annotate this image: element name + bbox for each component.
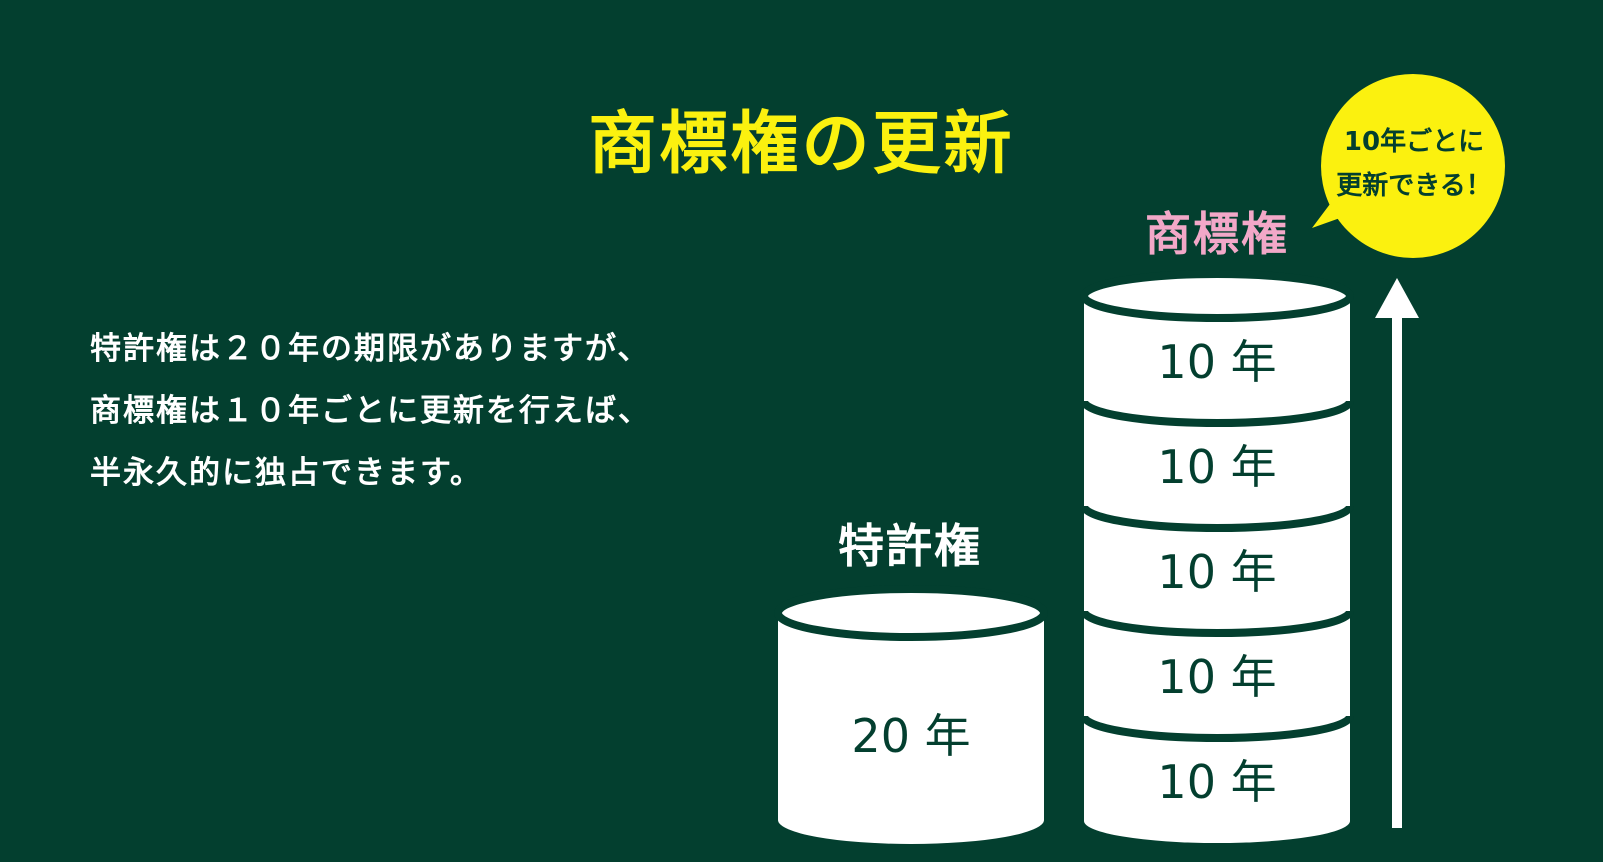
bubble-tail: [1312, 196, 1340, 228]
bubble-circle: [1321, 74, 1505, 258]
bubble-text: 10年ごとに 更新できる！: [1318, 120, 1510, 208]
trademark-cylinder-body: [1084, 296, 1350, 843]
trademark-segment-divider: [1080, 715, 1354, 742]
description-line: 特許権は２０年の期限がありますが、: [90, 331, 651, 367]
bubble-line: 10年ごとに: [1343, 127, 1485, 157]
trademark-segment-label: 10 年: [1157, 440, 1276, 494]
description-line: 半永久的に独占できます。: [90, 455, 483, 491]
description-line: 商標権は１０年ごとに更新を行えば、: [90, 393, 651, 429]
trademark-segment-divider: [1080, 400, 1354, 427]
patent-segment-label: 20 年: [851, 709, 970, 763]
page-title: 商標権の更新: [588, 105, 1015, 184]
trademark-segment-label: 10 年: [1157, 650, 1276, 704]
trademark-segment-divider: [1080, 610, 1354, 637]
trademark-segment-label: 10 年: [1157, 545, 1276, 599]
trademark-label: 商標権: [1145, 207, 1289, 261]
trademark-cylinder-top: [1080, 270, 1354, 322]
patent-label: 特許権: [838, 519, 982, 573]
trademark-cylinder-stack: 10 年 10 年 10 年 10 年 10 年: [1080, 270, 1354, 843]
patent-cylinder: [774, 585, 1048, 844]
trademark-segment-label: 10 年: [1157, 335, 1276, 389]
trademark-segment-divider: [1080, 505, 1354, 532]
trademark-segment-label: 10 年: [1157, 755, 1276, 809]
speech-bubble: [1312, 74, 1505, 258]
up-arrow-icon: [1375, 278, 1419, 828]
bubble-line: 更新できる！: [1336, 171, 1492, 201]
description: 特許権は２０年の期限がありますが、 商標権は１０年ごとに更新を行えば、 半永久的…: [90, 318, 651, 504]
